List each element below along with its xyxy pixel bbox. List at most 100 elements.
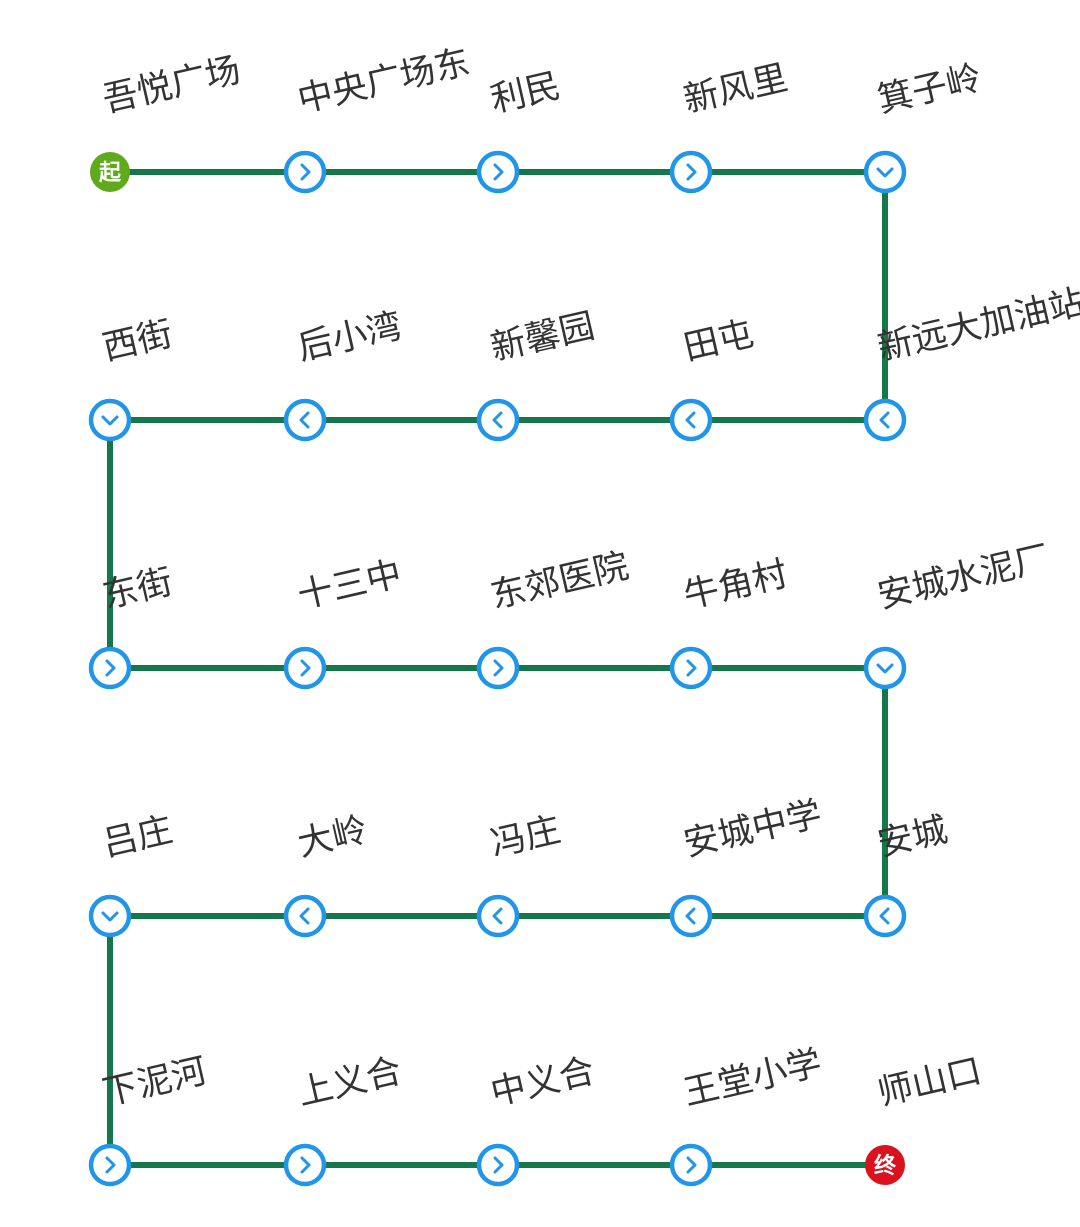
station-label: 后小湾 bbox=[294, 306, 405, 369]
station-node[interactable] bbox=[476, 646, 520, 690]
station-circle bbox=[88, 894, 132, 938]
station-circle bbox=[476, 398, 520, 442]
station-circle bbox=[283, 150, 327, 194]
station-node[interactable] bbox=[476, 1143, 520, 1187]
station-circle bbox=[669, 894, 713, 938]
station-label: 中义合 bbox=[487, 1051, 598, 1114]
station-node[interactable] bbox=[283, 646, 327, 690]
station-circle bbox=[669, 398, 713, 442]
station-circle bbox=[476, 1143, 520, 1187]
station-label: 安城水泥厂 bbox=[874, 538, 1054, 616]
station-label: 师山口 bbox=[874, 1051, 985, 1114]
chevron-right-icon bbox=[686, 659, 697, 677]
station-label: 大岭 bbox=[294, 810, 371, 865]
chevron-left-icon bbox=[879, 907, 890, 925]
station-node[interactable] bbox=[476, 150, 520, 194]
station-node[interactable] bbox=[88, 1143, 132, 1187]
station-circle bbox=[476, 150, 520, 194]
chevron-right-icon bbox=[686, 1156, 697, 1174]
station-node[interactable] bbox=[476, 894, 520, 938]
chevron-left-icon bbox=[685, 411, 696, 429]
station-circle bbox=[669, 1143, 713, 1187]
chevron-left-icon bbox=[685, 907, 696, 925]
station-circle bbox=[283, 398, 327, 442]
station-node[interactable] bbox=[88, 646, 132, 690]
chevron-left-icon bbox=[299, 411, 310, 429]
station-nodes: 起终 bbox=[88, 150, 907, 1187]
station-circle bbox=[863, 398, 907, 442]
chevron-left-icon bbox=[492, 411, 503, 429]
station-label: 吾悦广场 bbox=[99, 50, 244, 120]
chevron-left-icon bbox=[492, 907, 503, 925]
station-circle bbox=[88, 398, 132, 442]
station-circle bbox=[88, 1143, 132, 1187]
start-circle bbox=[90, 152, 130, 192]
station-label: 安城中学 bbox=[680, 794, 825, 864]
chevron-left-icon bbox=[879, 411, 890, 429]
station-label: 新风里 bbox=[680, 58, 791, 121]
station-labels: 吾悦广场中央广场东利民新风里箕子岭新远大加油站田屯新馨园后小湾西街东街十三中东郊… bbox=[99, 42, 1080, 1113]
station-label: 十三中 bbox=[294, 554, 405, 617]
chevron-right-icon bbox=[300, 1156, 311, 1174]
station-node[interactable] bbox=[669, 398, 713, 442]
station-circle bbox=[88, 646, 132, 690]
station-node[interactable] bbox=[283, 1143, 327, 1187]
station-circle bbox=[863, 894, 907, 938]
station-label: 西街 bbox=[99, 314, 176, 369]
station-label: 箕子岭 bbox=[874, 58, 985, 121]
station-circle bbox=[476, 646, 520, 690]
chevron-right-icon bbox=[493, 163, 504, 181]
station-node[interactable] bbox=[863, 398, 907, 442]
station-node[interactable] bbox=[283, 398, 327, 442]
chevron-right-icon bbox=[105, 659, 116, 677]
chevron-down-icon bbox=[876, 167, 894, 178]
chevron-right-icon bbox=[105, 1156, 116, 1174]
station-label: 新馨园 bbox=[487, 306, 598, 369]
station-circle bbox=[669, 150, 713, 194]
end-marker[interactable]: 终 bbox=[865, 1145, 905, 1185]
station-node[interactable] bbox=[669, 150, 713, 194]
station-label: 田屯 bbox=[680, 314, 757, 369]
end-marker-label: 终 bbox=[874, 1153, 897, 1179]
station-circle bbox=[476, 894, 520, 938]
station-label: 中央广场东 bbox=[294, 42, 474, 120]
chevron-down-icon bbox=[101, 415, 119, 426]
station-node[interactable] bbox=[669, 894, 713, 938]
end-circle bbox=[865, 1145, 905, 1185]
station-node[interactable] bbox=[476, 398, 520, 442]
station-node[interactable] bbox=[88, 894, 132, 938]
station-node[interactable] bbox=[669, 646, 713, 690]
chevron-down-icon bbox=[876, 663, 894, 674]
station-circle bbox=[283, 646, 327, 690]
station-label: 利民 bbox=[487, 66, 564, 121]
chevron-right-icon bbox=[686, 163, 697, 181]
station-circle bbox=[863, 646, 907, 690]
station-node[interactable] bbox=[863, 646, 907, 690]
station-label: 下泥河 bbox=[99, 1051, 210, 1114]
station-node[interactable] bbox=[283, 150, 327, 194]
station-label: 上义合 bbox=[294, 1051, 405, 1114]
station-circle bbox=[283, 894, 327, 938]
station-label: 东郊医院 bbox=[487, 546, 632, 616]
station-label: 冯庄 bbox=[487, 810, 564, 865]
station-node[interactable] bbox=[669, 1143, 713, 1187]
chevron-right-icon bbox=[493, 1156, 504, 1174]
station-label: 王堂小学 bbox=[680, 1043, 825, 1113]
station-label: 吕庄 bbox=[99, 810, 176, 865]
start-marker[interactable]: 起 bbox=[90, 152, 130, 192]
station-node[interactable] bbox=[283, 894, 327, 938]
station-label: 牛角村 bbox=[680, 554, 791, 617]
station-node[interactable] bbox=[88, 398, 132, 442]
start-marker-label: 起 bbox=[98, 161, 122, 186]
station-node[interactable] bbox=[863, 894, 907, 938]
station-circle bbox=[283, 1143, 327, 1187]
chevron-down-icon bbox=[101, 911, 119, 922]
station-node[interactable] bbox=[863, 150, 907, 194]
station-label: 新远大加油站 bbox=[874, 283, 1080, 369]
chevron-left-icon bbox=[299, 907, 310, 925]
station-circle bbox=[669, 646, 713, 690]
station-circle bbox=[863, 150, 907, 194]
chevron-right-icon bbox=[300, 163, 311, 181]
chevron-right-icon bbox=[493, 659, 504, 677]
